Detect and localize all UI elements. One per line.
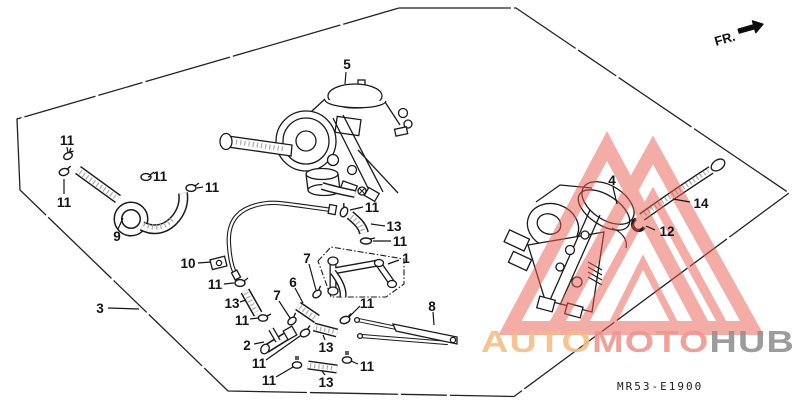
watermark-text-moto: MOTO	[592, 324, 709, 359]
leader-lines	[63, 146, 691, 378]
carburetor-assy-5-art	[219, 71, 413, 203]
part-label-11-20: 11	[360, 359, 375, 374]
part-label-13-17: 13	[318, 340, 334, 355]
part-label-14-27: 14	[693, 196, 709, 211]
fr-direction: FR.	[713, 20, 764, 49]
part-label-6-13: 6	[289, 275, 297, 290]
part-label-3-6: 3	[96, 301, 104, 316]
watermark-text-auto: AUTO	[481, 324, 592, 359]
watermark-logo	[498, 131, 764, 335]
part-label-1-24: 1	[402, 251, 410, 266]
part-label-11-23: 11	[393, 234, 408, 249]
part-label-9-5: 9	[113, 229, 121, 244]
part-label-7-14: 7	[303, 251, 311, 266]
part-label-11-2: 11	[57, 195, 72, 210]
fuel-hose-9-art	[75, 165, 189, 237]
part-label-12-28: 12	[659, 224, 674, 239]
part-label-11-19: 11	[360, 296, 375, 311]
watermark-triangle-small	[604, 254, 683, 332]
fuel-pipe-art	[209, 200, 338, 281]
joint-pipe-1-art	[317, 246, 405, 298]
pipe-8-art	[353, 316, 458, 346]
part-label-11-3: 11	[153, 169, 168, 184]
small-hoses-art	[240, 211, 369, 374]
part-label-2-11: 2	[243, 338, 251, 353]
diagram-border	[16, 7, 791, 398]
fr-label: FR.	[713, 29, 737, 49]
part-label-11-21: 11	[365, 200, 380, 215]
diagram-code: MR53-E1900	[617, 380, 703, 393]
part-label-11-15: 11	[252, 356, 267, 371]
clamps-art	[58, 147, 376, 369]
part-label-7-12: 7	[273, 288, 281, 303]
part-label-11-16: 11	[262, 373, 277, 388]
part-labels: 5111111119310111311276711111313111111131…	[57, 57, 709, 390]
part-label-10-7: 10	[180, 256, 195, 271]
part-label-13-22: 13	[386, 219, 402, 234]
part-label-13-9: 13	[224, 296, 240, 311]
part-label-11-1: 11	[60, 133, 75, 148]
part-label-5-0: 5	[343, 57, 351, 72]
part-label-11-8: 11	[208, 277, 223, 292]
part-label-4-26: 4	[608, 173, 616, 188]
watermark-text-hub: HUB	[710, 324, 795, 359]
part-label-11-4: 11	[205, 180, 220, 195]
fr-arrow-icon	[737, 20, 764, 34]
part-label-11-10: 11	[235, 313, 250, 328]
part-label-13-18: 13	[318, 375, 334, 390]
part-label-8-25: 8	[428, 299, 436, 314]
